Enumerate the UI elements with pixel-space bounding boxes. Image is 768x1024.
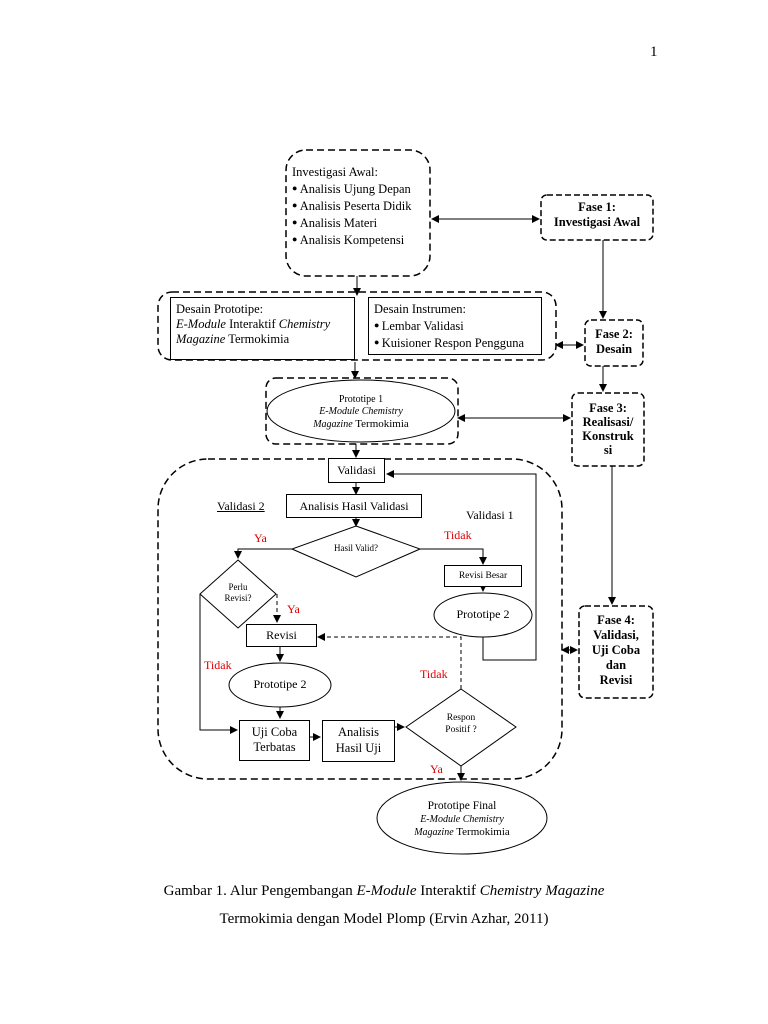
prototipe2-left-label: Prototipe 2 xyxy=(253,677,307,691)
validasi-box: Validasi xyxy=(328,458,385,483)
investigasi-block: Investigasi Awal: Analisis Ujung Depan A… xyxy=(292,164,411,248)
hasil-valid-label: Hasil Valid? xyxy=(333,543,379,553)
desain-instrumen-box: Desain Instrumen: Lembar Validasi Kuisio… xyxy=(368,297,542,355)
prototipe2-right-label: Prototipe 2 xyxy=(456,607,510,621)
revisi-box: Revisi xyxy=(246,624,317,647)
prototipe1-container xyxy=(265,377,459,445)
fase2-label: Fase 2: Desain xyxy=(595,327,633,356)
fase3-box xyxy=(571,392,645,467)
investigasi-title: Investigasi Awal: xyxy=(292,165,378,179)
hasil-valid-diamond xyxy=(290,525,422,578)
caption-line2: Termokimia dengan Model Plomp (Ervin Azh… xyxy=(219,911,549,927)
validasi1-label: Validasi 1 xyxy=(466,508,514,522)
tidak-label: Tidak xyxy=(420,667,448,681)
analisis-hasil-validasi-box: Analisis Hasil Validasi xyxy=(286,494,422,518)
tidak-label: Tidak xyxy=(444,528,472,542)
desain-prototipe-box: Desain Prototipe: E-Module Interaktif Ch… xyxy=(170,297,355,360)
fase4-label: Fase 4: Validasi, Uji Coba dan Revisi xyxy=(591,613,641,687)
ya-label: Ya xyxy=(430,762,443,776)
uji-coba-box: Uji Coba Terbatas xyxy=(239,720,310,761)
prototipe1-ellipse xyxy=(266,379,456,443)
page-number: 1 xyxy=(650,44,658,60)
investigasi-container xyxy=(285,149,431,277)
prototipe1-label: Prototipe 1 E-Module Chemistry Magazine … xyxy=(313,394,409,430)
revisi-besar-box: Revisi Besar xyxy=(444,565,522,587)
ya-label: Ya xyxy=(287,602,300,616)
investigasi-item: Analisis Peserta Didik xyxy=(292,197,412,214)
caption-line1: Gambar 1. Alur Pengembangan E-Module Int… xyxy=(163,883,605,899)
fase2-box xyxy=(584,319,644,367)
prototipe-final-ellipse xyxy=(376,781,548,855)
ya-label: Ya xyxy=(254,531,267,545)
validasi2-label: Validasi 2 xyxy=(217,499,265,513)
desain-container xyxy=(157,291,557,361)
fase1-box xyxy=(540,194,654,241)
perlu-revisi-label: Perlu Revisi? xyxy=(224,582,252,603)
investigasi-item: Analisis Materi xyxy=(292,214,411,231)
perlu-revisi-diamond xyxy=(199,559,277,629)
figure-caption: Gambar 1. Alur Pengembangan E-Module Int… xyxy=(0,877,768,933)
fase3-label: Fase 3: Realisasi/ Konstruk si xyxy=(582,401,634,457)
investigasi-item: Analisis Ujung Depan xyxy=(292,180,411,197)
fase1-label: Fase 1: Investigasi Awal xyxy=(553,200,641,229)
analisis-uji-box: Analisis Hasil Uji xyxy=(322,720,395,762)
tidak-label: Tidak xyxy=(204,658,232,672)
investigasi-item: Analisis Kompetensi xyxy=(292,231,411,248)
prototipe-final-label: Prototipe Final E-Module Chemistry Magaz… xyxy=(414,800,510,838)
respon-label: Respon Positif ? xyxy=(445,713,477,735)
fase4-box xyxy=(578,605,654,699)
